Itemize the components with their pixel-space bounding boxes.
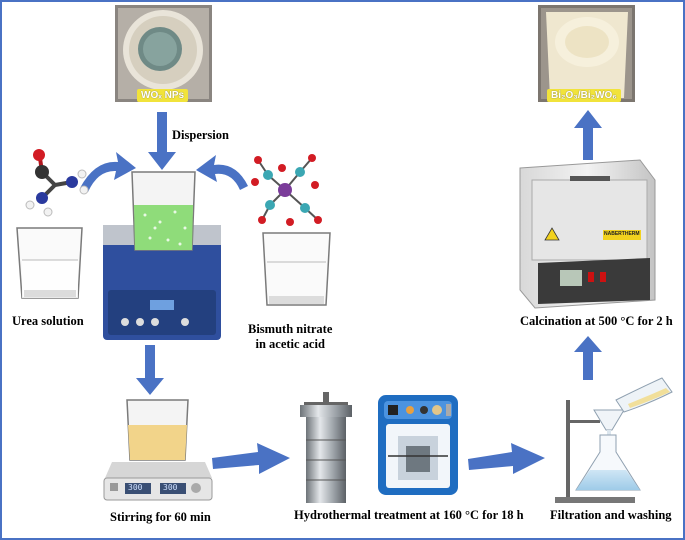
- calcination-label: Calcination at 500 °C for 2 h: [520, 314, 673, 328]
- hydrothermal-oven: [378, 395, 458, 495]
- arrow-curve-bismuth: [196, 155, 248, 190]
- furnace-brand-label: NABERTHERM: [604, 231, 640, 237]
- bismuth-nitrate-label-line2: in acetic acid: [255, 337, 325, 351]
- arrow-down-dispersion: [148, 112, 176, 170]
- arrow-down-stirring: [136, 345, 164, 395]
- urea-molecule: [25, 149, 89, 217]
- filtration-label: Filtration and washing: [550, 508, 672, 522]
- arrow-right-hydrothermal: [212, 443, 290, 474]
- hydrothermal-label: Hydrothermal treatment at 160 °C for 18 …: [294, 508, 524, 522]
- muffle-furnace: [519, 159, 656, 309]
- arrow-up-calcination: [574, 336, 602, 380]
- bi2o3-bi2wo6-photo: [538, 5, 635, 102]
- stirrer-display-left: 300: [128, 483, 143, 492]
- urea-beaker: [16, 227, 83, 299]
- magnetic-stirrer: [103, 462, 213, 501]
- arrow-right-filtration: [468, 443, 545, 474]
- dispersion-label: Dispersion: [172, 128, 229, 142]
- stirrer-beaker: [126, 399, 189, 461]
- bismuth-nitrate-label-line1: Bismuth nitrate: [248, 322, 333, 336]
- wox-nps-photo: [115, 5, 212, 102]
- urea-solution-label: Urea solution: [12, 314, 84, 328]
- bismuth-nitrate-label: Bismuth nitrate in acetic acid: [248, 322, 332, 352]
- bismuth-beaker: [262, 232, 331, 306]
- stirrer-display-right: 300: [163, 483, 178, 492]
- stirring-label: Stirring for 60 min: [110, 510, 211, 524]
- green-beaker: [131, 171, 196, 251]
- autoclave: [300, 392, 352, 503]
- arrow-curve-urea: [80, 152, 136, 192]
- wox-nps-tag: WOₓ NPs: [137, 89, 189, 102]
- arrow-up-product: [574, 110, 602, 160]
- filtration-setup: [555, 377, 673, 503]
- bismuth-nitrate-molecule: [251, 154, 322, 226]
- process-arrows: [80, 110, 602, 474]
- bi2o3-bi2wo6-tag: Bi₂O₃/Bi₂WO₆: [547, 89, 621, 102]
